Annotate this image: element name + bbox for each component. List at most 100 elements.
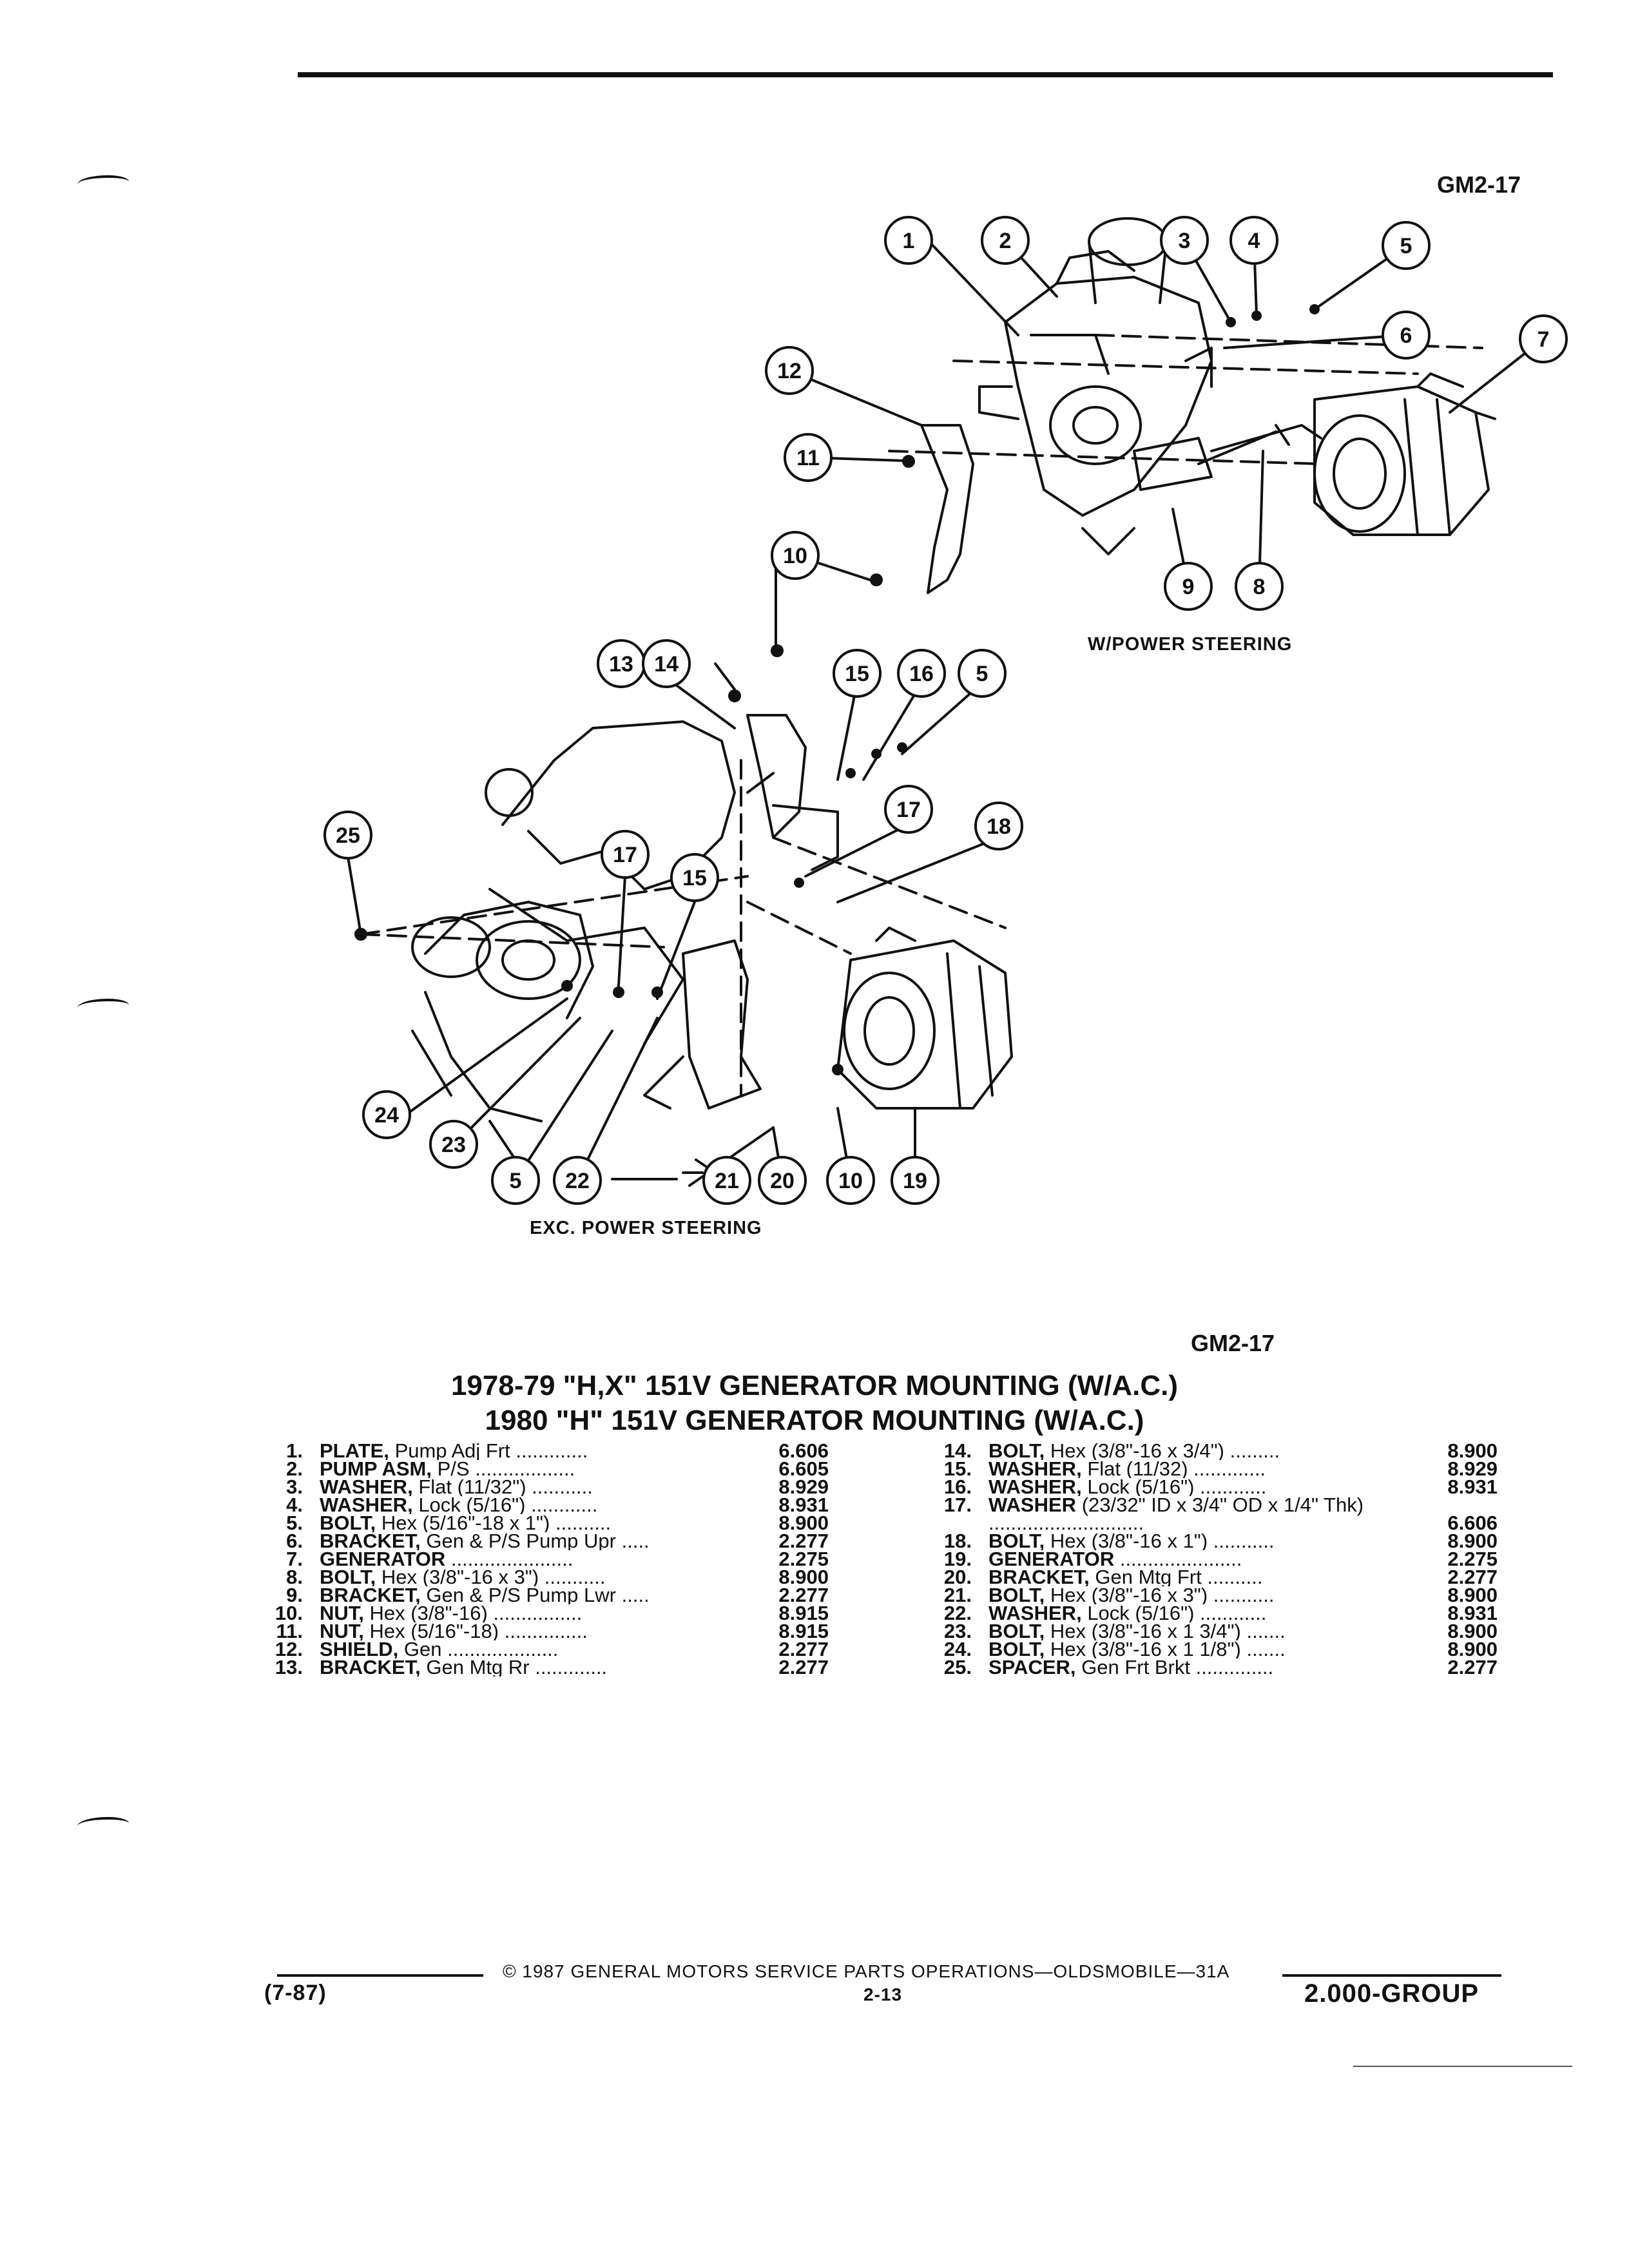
leader-dots: ...................... [450,1550,574,1568]
callout-13: 13 [609,652,633,677]
label-exc-power-steering: EXC. POWER STEERING [530,1218,762,1238]
part-name: BRACKET, [988,1568,1090,1586]
part-group-code: 8.929 [778,1475,829,1498]
callout-19: 19 [903,1169,927,1193]
parts-list-row: 10.NUT, Hex (3/8"-16) ................8.… [264,1602,829,1624]
leader-dots: ............. [1193,1460,1266,1478]
part-number: 17. [943,1494,972,1516]
part-detail: Hex (5/16"-18 x 1") [381,1514,550,1532]
part-name: NUT, [320,1622,364,1640]
part-description: BRACKET, Gen Mtg Rr ............. [320,1658,732,1677]
callout-8: 8 [1253,575,1266,599]
callout-5-bottom: 5 [510,1169,522,1193]
part-name: GENERATOR [988,1550,1115,1568]
part-group-code: 6.606 [1447,1512,1498,1534]
parts-list-row: 4.WASHER, Lock (5/16") ............8.931 [264,1495,829,1515]
callout-16: 16 [909,662,934,686]
callout-1: 1 [903,229,915,253]
part-detail: Gen Mtg Frt [1095,1568,1202,1586]
part-detail: Hex (3/8"-16 x 1") [1050,1532,1208,1550]
parts-list-row: 12.SHIELD, Gen ....................2.277 [264,1638,829,1660]
leader-dots: ........... [544,1568,606,1586]
callout-21: 21 [715,1169,739,1193]
part-group-code: 2.277 [778,1530,829,1552]
part-description: BRACKET, Gen & P/S Pump Lwr ..... [320,1586,732,1604]
part-detail: Hex (3/8"-16 x 1 3/4") [1050,1622,1241,1640]
part-number: 21. [943,1584,972,1606]
part-description: BOLT, Hex (5/16"-18 x 1") .......... [320,1514,732,1532]
part-name: BRACKET, [320,1586,421,1604]
parts-list-row: 5.BOLT, Hex (5/16"-18 x 1") ..........8.… [264,1513,829,1533]
part-description: BOLT, Hex (3/8"-16 x 3") ........... [320,1568,732,1586]
generator-mounting-diagram: 1 2 3 4 5 6 7 12 11 10 9 8 13 14 15 16 5… [323,216,1568,1205]
part-description: WASHER, Lock (5/16") ............ [320,1496,732,1514]
leader-dots: .......... [1207,1568,1263,1586]
part-description: GENERATOR ...................... [320,1550,732,1568]
leader-dots: .............. [1195,1658,1274,1677]
part-group-code: 8.931 [1447,1475,1498,1498]
part-description: WASHER, Flat (11/32) ............. [988,1460,1401,1478]
leader-dots: ............ [1200,1604,1267,1622]
part-number: 25. [943,1656,972,1678]
leader-dots: ........... [1213,1532,1275,1550]
part-group-code: 2.277 [1447,1656,1498,1678]
part-detail: Lock (5/16") [1087,1604,1195,1622]
part-detail: Pump Adj Frt [394,1442,510,1460]
callout-17-right: 17 [896,798,921,822]
part-group-code: 2.277 [778,1656,829,1678]
part-number: 23. [943,1620,972,1642]
callout-5-top: 5 [1400,234,1412,258]
parts-list-row: 24.BOLT, Hex (3/8"-16 x 1 1/8") .......8… [933,1638,1498,1660]
part-name: SHIELD, [320,1640,399,1658]
callout-3: 3 [1179,229,1191,253]
leader-dots: .................... [447,1640,559,1658]
leader-dots: ............... [504,1622,588,1640]
part-detail: Gen Frt Brkt [1081,1658,1190,1677]
part-detail: (23/32" ID x 3/4" OD x 1/4" Thk) [1081,1496,1364,1516]
figure-ref-top: GM2-17 [1437,171,1521,198]
callout-numbers: 1 2 3 4 5 6 7 12 11 10 9 8 13 14 15 16 5… [336,229,1549,1193]
part-group-code: 6.606 [778,1439,829,1462]
footer-rule-right [1282,1974,1501,1977]
callout-leaders [347,239,1545,1182]
part-name: PUMP ASM, [320,1460,432,1478]
leader-dots: ....... [1246,1640,1286,1658]
part-number: 3. [286,1475,303,1498]
label-power-steering: W/POWER STEERING [1088,634,1293,655]
parts-list-row: 6.BRACKET, Gen & P/S Pump Upr .....2.277 [264,1530,829,1552]
part-group-code: 8.900 [1447,1439,1498,1462]
callout-11: 11 [796,446,820,470]
title-line-1: 1978-79 "H,X" 151V GENERATOR MOUNTING (W… [450,1370,1179,1401]
part-group-code: 2.277 [778,1638,829,1660]
callout-17-left: 17 [613,843,637,867]
footer-page: 2-13 [863,1984,903,2004]
leader-dots: ......... [1229,1442,1280,1460]
engine-block-drawing [411,720,736,1161]
part-detail: Lock (5/16") [418,1496,526,1514]
parts-list-row: 21.BOLT, Hex (3/8"-16 x 3") ...........8… [933,1584,1498,1606]
part-name: PLATE, [320,1442,389,1460]
parts-list-row: 16.WASHER, Lock (5/16") ............8.93… [933,1475,1498,1498]
part-group-code: 8.900 [778,1566,829,1588]
part-number: 10. [275,1602,303,1624]
part-detail: Flat (11/32) [1087,1460,1188,1478]
shield-drawing [920,424,974,594]
part-number: 24. [943,1638,972,1660]
part-description: SHIELD, Gen .................... [320,1640,732,1658]
callout-4: 4 [1248,229,1260,253]
part-description: WASHER, Lock (5/16") ............ [988,1478,1401,1496]
callout-22: 22 [565,1169,590,1193]
leader-dots: ............................ [988,1512,1144,1532]
callout-10-bottom: 10 [838,1169,863,1193]
part-group-code: 8.929 [1447,1457,1498,1480]
part-name: WASHER, [320,1478,413,1496]
top-rule [298,72,1553,77]
callout-5-mid: 5 [976,662,988,686]
leader-dots: ...................... [1119,1550,1242,1568]
callout-23: 23 [441,1133,466,1157]
generator-top-drawing [1313,372,1496,536]
part-description: WASHER (23/32" ID x 3/4" OD x 1/4" Thk) … [988,1496,1401,1532]
part-group-code: 2.275 [778,1548,829,1570]
part-name: WASHER, [988,1478,1082,1496]
parts-list-row: 7.GENERATOR ......................2.275 [264,1548,829,1570]
